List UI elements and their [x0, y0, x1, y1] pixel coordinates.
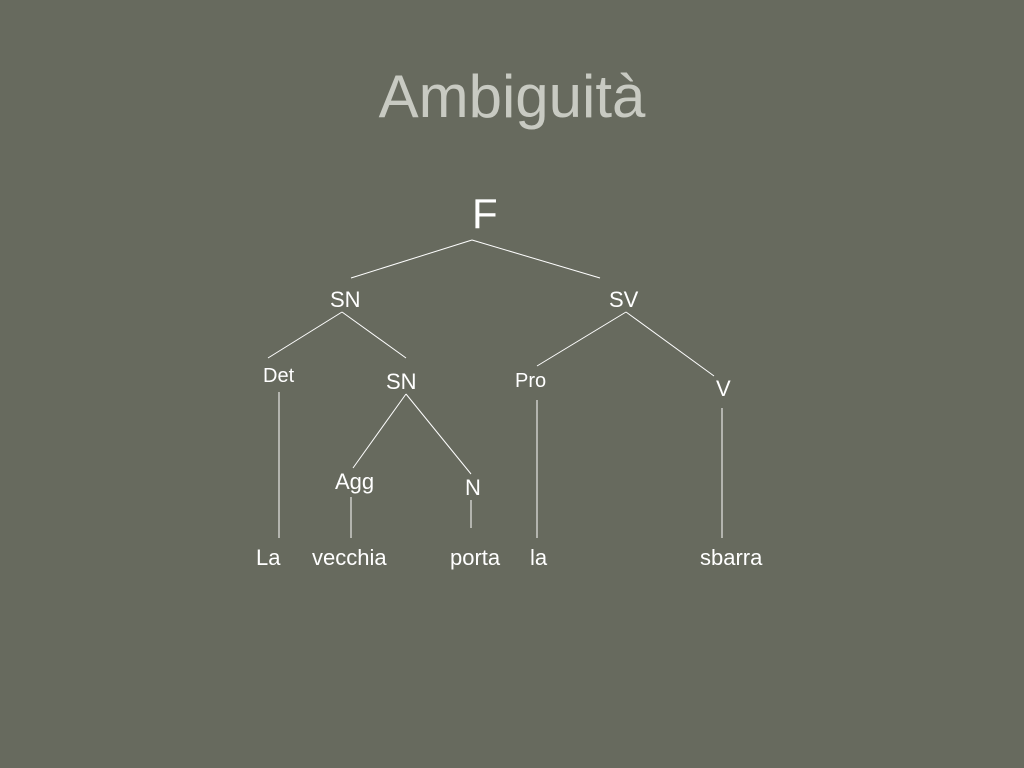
word-la: La	[256, 545, 281, 570]
edge-sn-det	[267, 311, 343, 359]
edge-sv-pro	[536, 311, 627, 367]
edge-sn-agg	[352, 393, 407, 469]
node-sn: SN	[330, 287, 361, 312]
word-vecchia: vecchia	[312, 545, 387, 570]
node-pro: Pro	[515, 370, 547, 392]
slide-title: Ambiguità	[378, 63, 646, 130]
edge-f-sv	[471, 239, 601, 279]
edge-sn-sn	[341, 311, 407, 359]
node-n: N	[465, 475, 481, 500]
node-det: Det	[263, 365, 295, 387]
node-f: F	[472, 190, 498, 237]
node-v: V	[716, 376, 731, 401]
node-sn-inner: SN	[386, 369, 417, 394]
edge-f-sn	[350, 239, 473, 279]
node-sv: SV	[609, 287, 639, 312]
node-agg: Agg	[335, 469, 375, 494]
edge-sv-v	[625, 311, 715, 377]
word-sbarra: sbarra	[700, 545, 763, 570]
edge-sn-n	[405, 393, 472, 475]
word-porta: porta	[450, 545, 501, 570]
word-la-pronoun: la	[530, 545, 548, 570]
